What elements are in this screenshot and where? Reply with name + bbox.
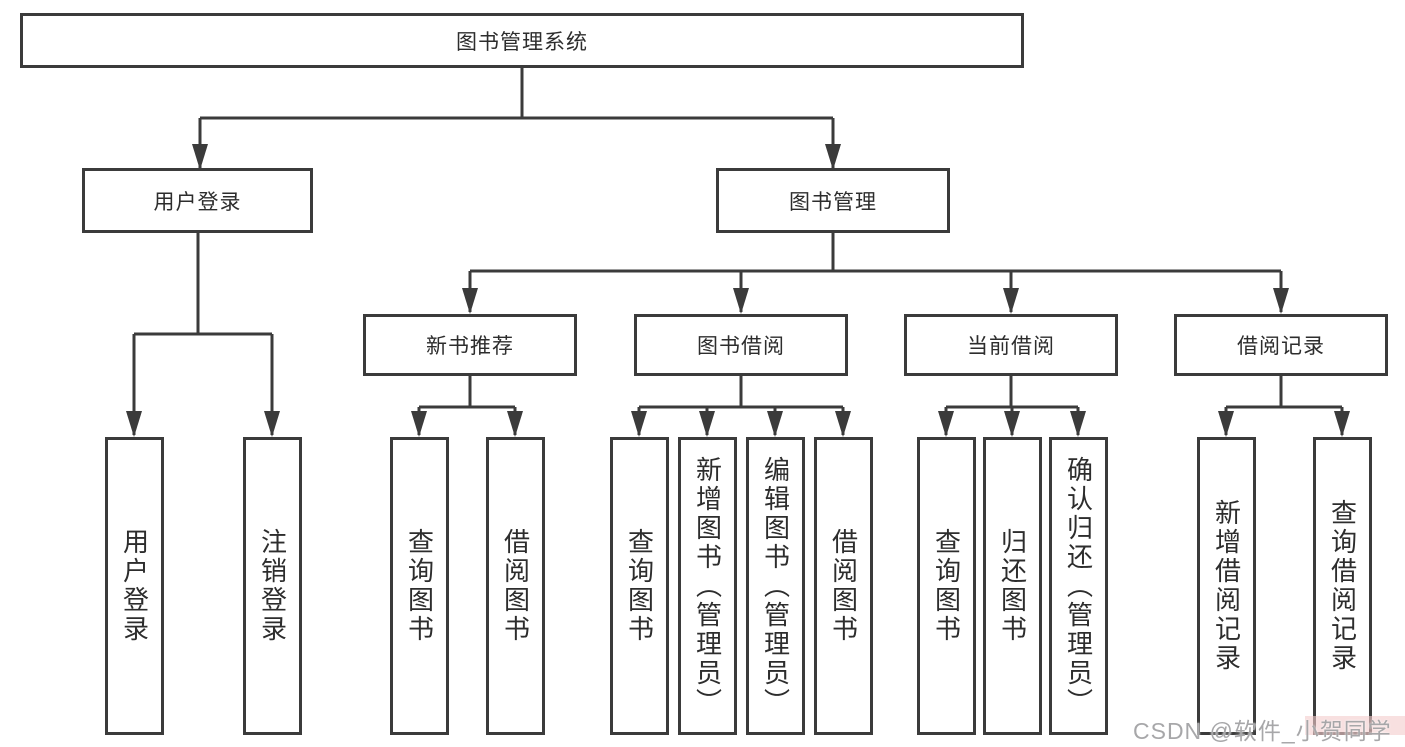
node-label: 归还图书 (997, 528, 1028, 644)
node-label: 用户登录 (153, 190, 242, 214)
leaf-query-books-recommend: 查询图书 (390, 437, 449, 735)
node-label: 新增借阅记录 (1211, 499, 1242, 673)
leaf-confirm-return-admin: 确认归还（管理员） (1049, 437, 1108, 735)
leaf-logout: 注销登录 (243, 437, 302, 735)
leaf-edit-books-admin: 编辑图书（管理员） (746, 437, 805, 735)
node-label: 查询借阅记录 (1327, 499, 1358, 673)
node-new-book-recommend: 新书推荐 (363, 314, 577, 376)
node-label: 新增图书（管理员） (692, 455, 723, 717)
node-label: 确认归还（管理员） (1063, 455, 1094, 717)
node-label: 用户登录 (119, 528, 150, 644)
node-label: 借阅记录 (1237, 335, 1325, 358)
node-label: 图书管理系统 (456, 30, 588, 54)
leaf-query-books-borrow: 查询图书 (610, 437, 669, 735)
node-label: 注销登录 (257, 528, 288, 644)
node-label: 图书借阅 (697, 335, 785, 358)
node-label: 图书管理 (789, 190, 877, 214)
node-label: 查询图书 (931, 528, 962, 644)
node-label: 借阅图书 (500, 528, 531, 644)
node-label: 当前借阅 (967, 335, 1055, 358)
watermark-highlight-band (1305, 716, 1405, 735)
leaf-return-books: 归还图书 (983, 437, 1042, 735)
leaf-user-login: 用户登录 (105, 437, 164, 735)
leaf-add-books-admin: 新增图书（管理员） (678, 437, 737, 735)
leaf-borrow-books: 借阅图书 (814, 437, 873, 735)
node-label: 新书推荐 (426, 335, 514, 358)
node-book-management: 图书管理 (716, 168, 950, 233)
leaf-add-borrow-record: 新增借阅记录 (1197, 437, 1256, 735)
node-label: 编辑图书（管理员） (760, 455, 791, 717)
node-current-borrow: 当前借阅 (904, 314, 1118, 376)
node-borrow-records: 借阅记录 (1174, 314, 1388, 376)
node-user-login: 用户登录 (82, 168, 313, 233)
node-label: 借阅图书 (828, 528, 859, 644)
leaf-borrow-books-recommend: 借阅图书 (486, 437, 545, 735)
watermark: CSDN @软件_小贺同学 (1133, 718, 1392, 744)
node-label: 查询图书 (404, 528, 435, 644)
leaf-query-books-current: 查询图书 (917, 437, 976, 735)
node-book-borrow: 图书借阅 (634, 314, 848, 376)
node-library-system-root: 图书管理系统 (20, 13, 1024, 68)
leaf-query-borrow-record: 查询借阅记录 (1313, 437, 1372, 735)
node-label: 查询图书 (624, 528, 655, 644)
